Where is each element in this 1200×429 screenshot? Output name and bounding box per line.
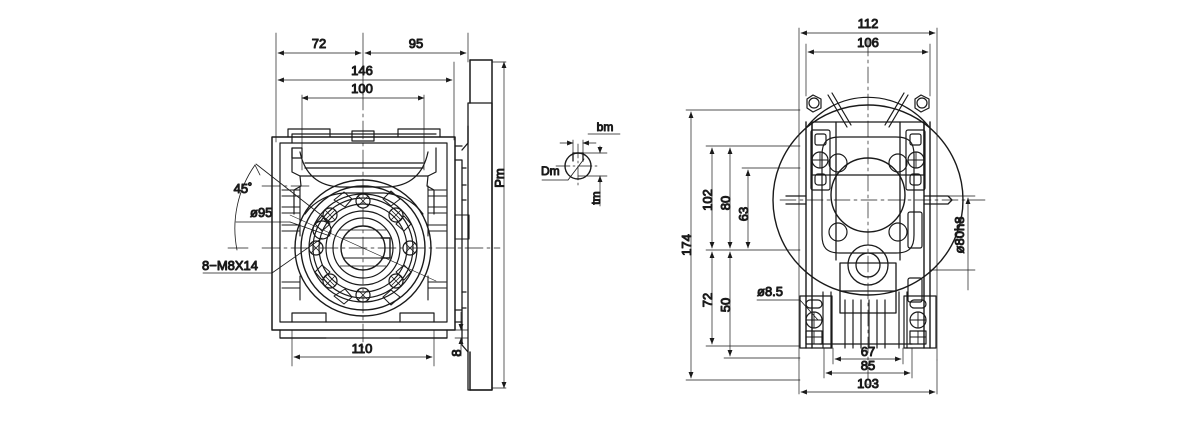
side-mount-rails xyxy=(810,129,926,303)
dim-label-80: 80 xyxy=(718,196,733,210)
cooling-fins xyxy=(819,291,913,349)
dim-label-85: 85 xyxy=(861,358,875,373)
dim-d80h8 xyxy=(929,195,976,291)
dim-label-112: 112 xyxy=(858,16,879,31)
side-view-centerlines xyxy=(779,39,986,386)
dim-label-67: 67 xyxy=(861,344,875,359)
dim-85 xyxy=(823,347,913,379)
leader-bolts xyxy=(202,237,323,274)
dim-label-174: 174 xyxy=(679,234,694,256)
front-view: 72 95 146 100 xyxy=(202,32,508,391)
dim-103 xyxy=(798,359,938,395)
shaft-keyway-detail: bm Dm tm xyxy=(541,120,621,207)
dim-label-102: 102 xyxy=(700,189,715,211)
front-view-centerlines xyxy=(261,91,501,349)
dim-label-d85: ø8.5 xyxy=(757,284,783,299)
internal-worm-profile xyxy=(291,130,437,215)
dim-label-72: 72 xyxy=(700,293,715,307)
dim-label-d80h8: ø80h8 xyxy=(952,217,967,254)
dim-label-50: 50 xyxy=(718,298,733,312)
dim-label-146: 146 xyxy=(351,63,373,78)
dim-112 xyxy=(798,27,938,361)
lower-boss xyxy=(847,244,889,286)
dim-tm xyxy=(577,145,608,207)
dim-label-103: 103 xyxy=(857,376,879,391)
dim-146 xyxy=(277,61,455,141)
dim-63 xyxy=(741,167,801,249)
dim-label-d95: ø95 xyxy=(250,205,272,220)
dim-72-95 xyxy=(275,32,469,143)
dim-pm xyxy=(491,61,507,389)
dim-label-dm: Dm xyxy=(541,164,560,178)
dim-67 xyxy=(832,347,904,365)
leader-d85 xyxy=(756,299,819,321)
shaft-detail-centerlines xyxy=(555,143,601,189)
dim-8 xyxy=(446,311,469,357)
side-view-feet xyxy=(799,295,937,349)
dim-label-bolts: 8−M8X14 xyxy=(202,258,258,273)
dim-label-110: 110 xyxy=(352,341,373,356)
dim-label-bm: bm xyxy=(597,120,614,134)
dim-label-72: 72 xyxy=(312,36,326,51)
dim-label-95: 95 xyxy=(409,36,423,51)
leader-dm xyxy=(541,158,585,181)
dim-label-8: 8 xyxy=(449,349,464,356)
body-bottom-block xyxy=(839,262,897,314)
side-view: 112 106 xyxy=(679,16,986,395)
dim-label-45deg: 45˚ xyxy=(234,181,253,196)
housing-bottom-feet xyxy=(279,312,448,339)
dim-label-pm: Pm xyxy=(492,168,507,188)
dim-174 xyxy=(685,109,801,381)
motor-flange-outline xyxy=(469,59,493,391)
dim-label-63: 63 xyxy=(736,207,751,221)
leader-d95 xyxy=(235,221,331,237)
bore-bolt-pads xyxy=(828,153,908,242)
dim-102-72 xyxy=(705,145,801,347)
dim-label-100: 100 xyxy=(351,81,373,96)
housing-top-pads xyxy=(287,128,441,144)
dim-110 xyxy=(291,329,435,367)
dim-80-50 xyxy=(723,147,801,359)
dim-label-tm: tm xyxy=(589,191,603,204)
hex-bolt-heads xyxy=(806,94,930,113)
housing-inner-outline xyxy=(279,142,448,323)
angle-45-annotation xyxy=(227,163,331,251)
